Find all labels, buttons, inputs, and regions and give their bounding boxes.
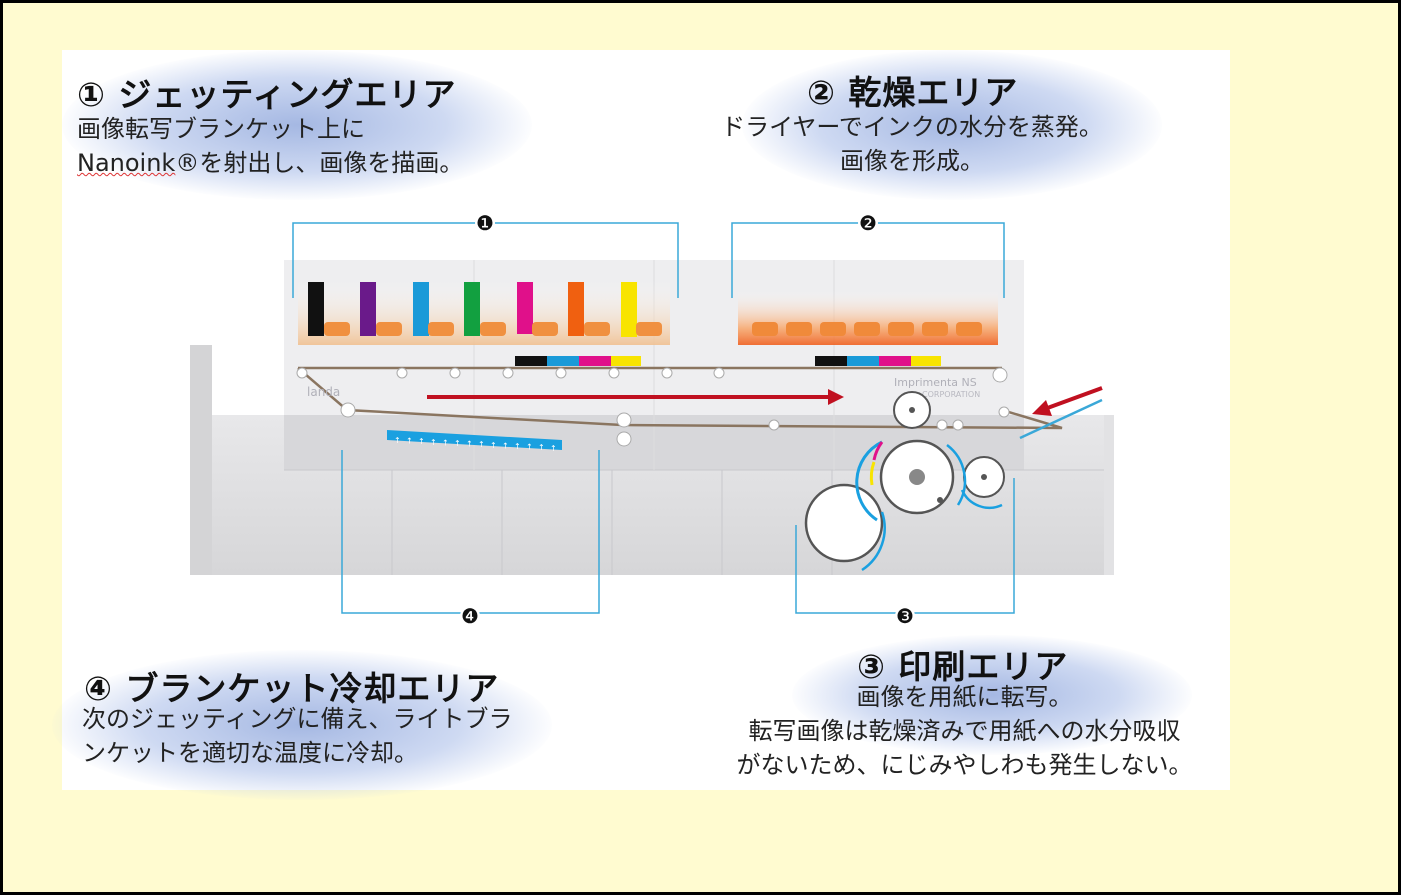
print-head-cyan [413,282,429,336]
printing-desc-line-1: 画像を用紙に転写。 [856,683,1073,711]
printing-area-desc: 画像を用紙に転写。 転写画像は乾燥済みで用紙への水分吸収 がないため、にじみやし… [702,680,1227,782]
nozzle-pad [324,322,350,336]
drying-desc-line-2: 画像を形成。 [840,147,984,175]
dryer-unit [888,322,914,336]
nozzle-pad [428,322,454,336]
dryer-unit [820,322,846,336]
print-head-yellow [621,282,637,337]
cooling-desc-line-2: ンケットを適切な温度に冷却。 [82,739,418,767]
drying-area-title: ② 乾燥エリア [807,73,1019,112]
cooling-mark: ↑ [538,443,545,452]
callout-2: ❷ [858,211,878,235]
printing-highlight [792,635,1192,755]
print-head-magenta [517,282,533,334]
press-illustration: landa Imprimenta NS CORPORATION ↑↑↑↑↑↑↑↑… [190,211,1114,628]
jetting-desc-line-2-rest: ®を射出し、画像を描画。 [175,149,464,177]
cooling-mark: ↑ [406,437,413,446]
dryer-unit [786,322,812,336]
cooling-mark: ↑ [394,436,401,445]
cooling-mark: ↑ [490,441,497,450]
printing-desc-line-2: 転写画像は乾燥済みで用紙への水分吸収 [748,717,1181,745]
jetting-desc-line-2: Nanoink®を射出し、画像を描画。 [77,146,463,180]
cooling-mark: ↑ [478,440,485,449]
print-heads [308,282,662,337]
svg-text:❷: ❷ [859,211,877,235]
cooling-mark: ↑ [454,439,461,448]
dryer-glow [738,290,998,345]
cooling-mark: ↑ [430,438,437,447]
cooling-mark: ↑ [418,437,425,446]
svg-text:❸: ❸ [896,604,914,628]
callout-3: ❸ [895,604,915,628]
print-head-violet [360,282,376,336]
nanoink-trademark: Nanoink [77,149,176,177]
print-head-green [464,282,480,336]
callout-1: ❶ [475,211,495,235]
printing-area-title: ③ 印刷エリア [857,647,1069,686]
dryer-unit [956,322,982,336]
cooling-mark: ↑ [442,438,449,447]
nozzle-pad [480,322,506,336]
impression-cylinders [804,391,1005,572]
dryer-unit [854,322,880,336]
cooling-mark: ↑ [526,443,533,452]
jetting-desc-line-1: 画像転写ブランケット上に [77,115,365,143]
nozzle-pad [636,322,662,336]
color-strips [515,356,941,366]
model-label: Imprimenta NS [894,376,977,389]
cooling-mark: ↑ [502,441,509,450]
print-head-orange [568,282,584,336]
svg-text:❶: ❶ [476,211,494,235]
dryer-unit [922,322,948,336]
belt-rollers [296,367,1010,447]
diagram-panel: landa Imprimenta NS CORPORATION ↑↑↑↑↑↑↑↑… [52,50,1230,800]
callout-4: ❹ [460,604,480,628]
cooling-mark: ↑ [514,442,521,451]
nozzle-pad [584,322,610,336]
jetting-area-title: ① ジェッティングエリア [77,75,457,114]
jetting-area-desc: 画像転写ブランケット上に Nanoink®を射出し、画像を描画。 [77,112,463,180]
direction-arrow [427,389,844,405]
dryer-unit [752,322,778,336]
cooling-area-desc: 次のジェッティングに備え、ライトブラ ンケットを適切な温度に冷却。 [82,702,513,770]
cooling-area-title: ④ ブランケット冷却エリア [84,669,500,708]
jetting-highlight [62,50,532,200]
maker-label: CORPORATION [922,390,980,399]
printing-desc-line-3: がないため、にじみやしわも発生しない。 [736,751,1193,779]
drying-highlight [742,50,1162,200]
dryer-units [752,322,982,336]
cooling-bar: ↑ ↑ ↑ ↑ ↑ ↑ ↑ ↑ ↑ ↑ ↑ ↑ ↑ ↑ [387,430,562,453]
paper-feed-arrow [1019,386,1103,440]
nozzle-pad [376,322,402,336]
nozzle-pad [532,322,558,336]
brand-label: landa [307,385,340,399]
cooling-mark: ↑ [550,444,557,453]
print-head-black [308,282,324,336]
cooling-desc-line-1: 次のジェッティングに備え、ライトブラ [82,705,513,733]
cooling-highlight [52,650,552,800]
svg-text:❹: ❹ [461,604,479,628]
drying-desc-line-1: ドライヤーでインクの水分を蒸発。 [721,113,1103,141]
cooling-mark: ↑ [466,440,473,449]
drying-area-desc: ドライヤーでインクの水分を蒸発。 画像を形成。 [702,110,1122,178]
